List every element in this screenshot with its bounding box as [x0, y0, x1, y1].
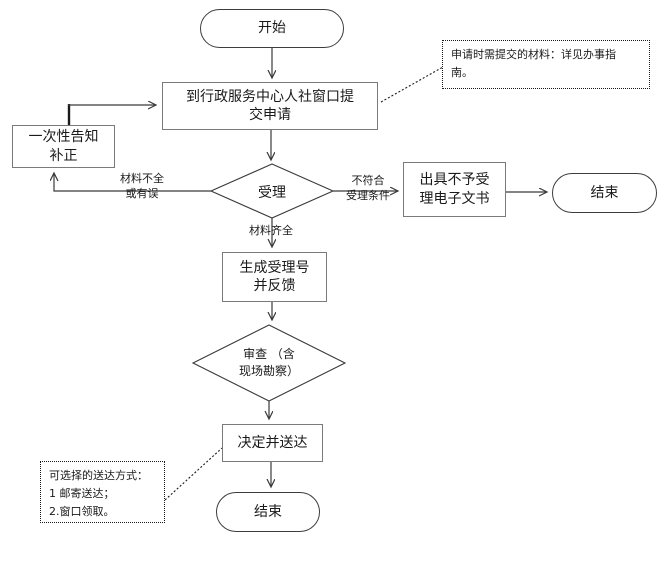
node-submit-label: 到行政服务中心人社窗口提 交申请 — [186, 88, 354, 123]
note-connector-delivery — [164, 447, 223, 501]
node-end-right: 结束 — [552, 173, 657, 213]
node-decide-deliver: 决定并送达 — [222, 424, 323, 462]
node-reject-document-label: 出具不予受 理电子文书 — [419, 172, 490, 207]
node-accept-decision: 受理 — [232, 180, 312, 204]
node-end-bottom-label: 结束 — [254, 503, 282, 520]
node-correction-label: 一次性告知 补正 — [28, 129, 99, 164]
note-delivery-options: 可选择的送达方式： 1 邮寄送达； 2.窗口领取。 — [40, 461, 165, 523]
note-required-materials: 申请时需提交的材料：详见办事指 南。 — [442, 40, 650, 89]
edge-label-incomplete: 材料不全 或有误 — [120, 172, 164, 200]
node-generate-receipt: 生成受理号 并反馈 — [222, 252, 327, 302]
edge-label-not-qualified: 不符合 受理条件 — [346, 174, 390, 202]
node-accept-label: 受理 — [258, 185, 286, 201]
node-generate-receipt-label: 生成受理号 并反馈 — [239, 259, 310, 294]
node-end-bottom: 结束 — [216, 492, 320, 532]
edge-label-complete: 材料齐全 — [249, 224, 293, 237]
node-review-label: 审查 （含 现场勘察） — [238, 347, 299, 378]
node-reject-document: 出具不予受 理电子文书 — [403, 162, 506, 217]
node-submit-application: 到行政服务中心人社窗口提 交申请 — [162, 82, 378, 130]
decision-review-shape — [191, 324, 347, 402]
node-start-label: 开始 — [258, 20, 286, 37]
edge-accept-to-correction — [54, 173, 211, 192]
decision-accept-shape — [209, 163, 335, 219]
note-connector-materials — [380, 66, 444, 103]
node-start: 开始 — [200, 9, 344, 48]
node-decide-deliver-label: 决定并送达 — [237, 434, 308, 451]
node-review-decision: 审查 （含 现场勘察） — [209, 345, 329, 381]
node-correction-notice: 一次性告知 补正 — [12, 125, 115, 168]
node-end-right-label: 结束 — [590, 184, 619, 201]
